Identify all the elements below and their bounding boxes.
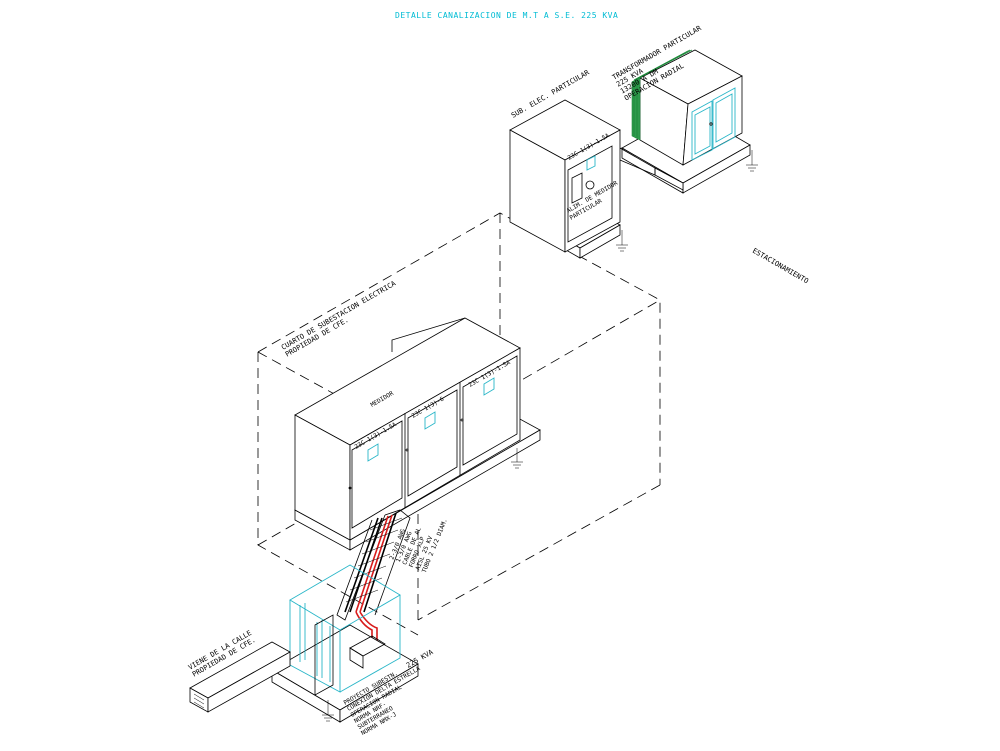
particular-substation-cabinet <box>509 99 656 259</box>
ground-symbol-registry <box>322 700 334 722</box>
drawing-title: DETALLE CANALIZACION DE M.T A S.E. 225 K… <box>395 11 618 20</box>
transformer-unit <box>621 49 758 194</box>
room-label: CUARTO DE SUBESTACION ELECTRICA PROPIEDA… <box>280 279 398 359</box>
conduit-hatch <box>345 517 403 603</box>
transformer-radiator <box>631 49 693 141</box>
parking-label: ESTACIONAMIENTO <box>751 247 810 286</box>
cable-conduit <box>336 509 411 650</box>
cable-registry-box <box>271 564 419 723</box>
street-duct <box>189 641 291 713</box>
svg-text:CUARTO DE SUBESTACION ELECTRIC: CUARTO DE SUBESTACION ELECTRICA <box>280 279 398 352</box>
switchgear-assembly <box>294 317 541 551</box>
ground-symbol-transformer <box>746 150 758 172</box>
ground-symbol-switchgear <box>511 448 523 469</box>
ground-symbol-sub <box>616 230 628 252</box>
